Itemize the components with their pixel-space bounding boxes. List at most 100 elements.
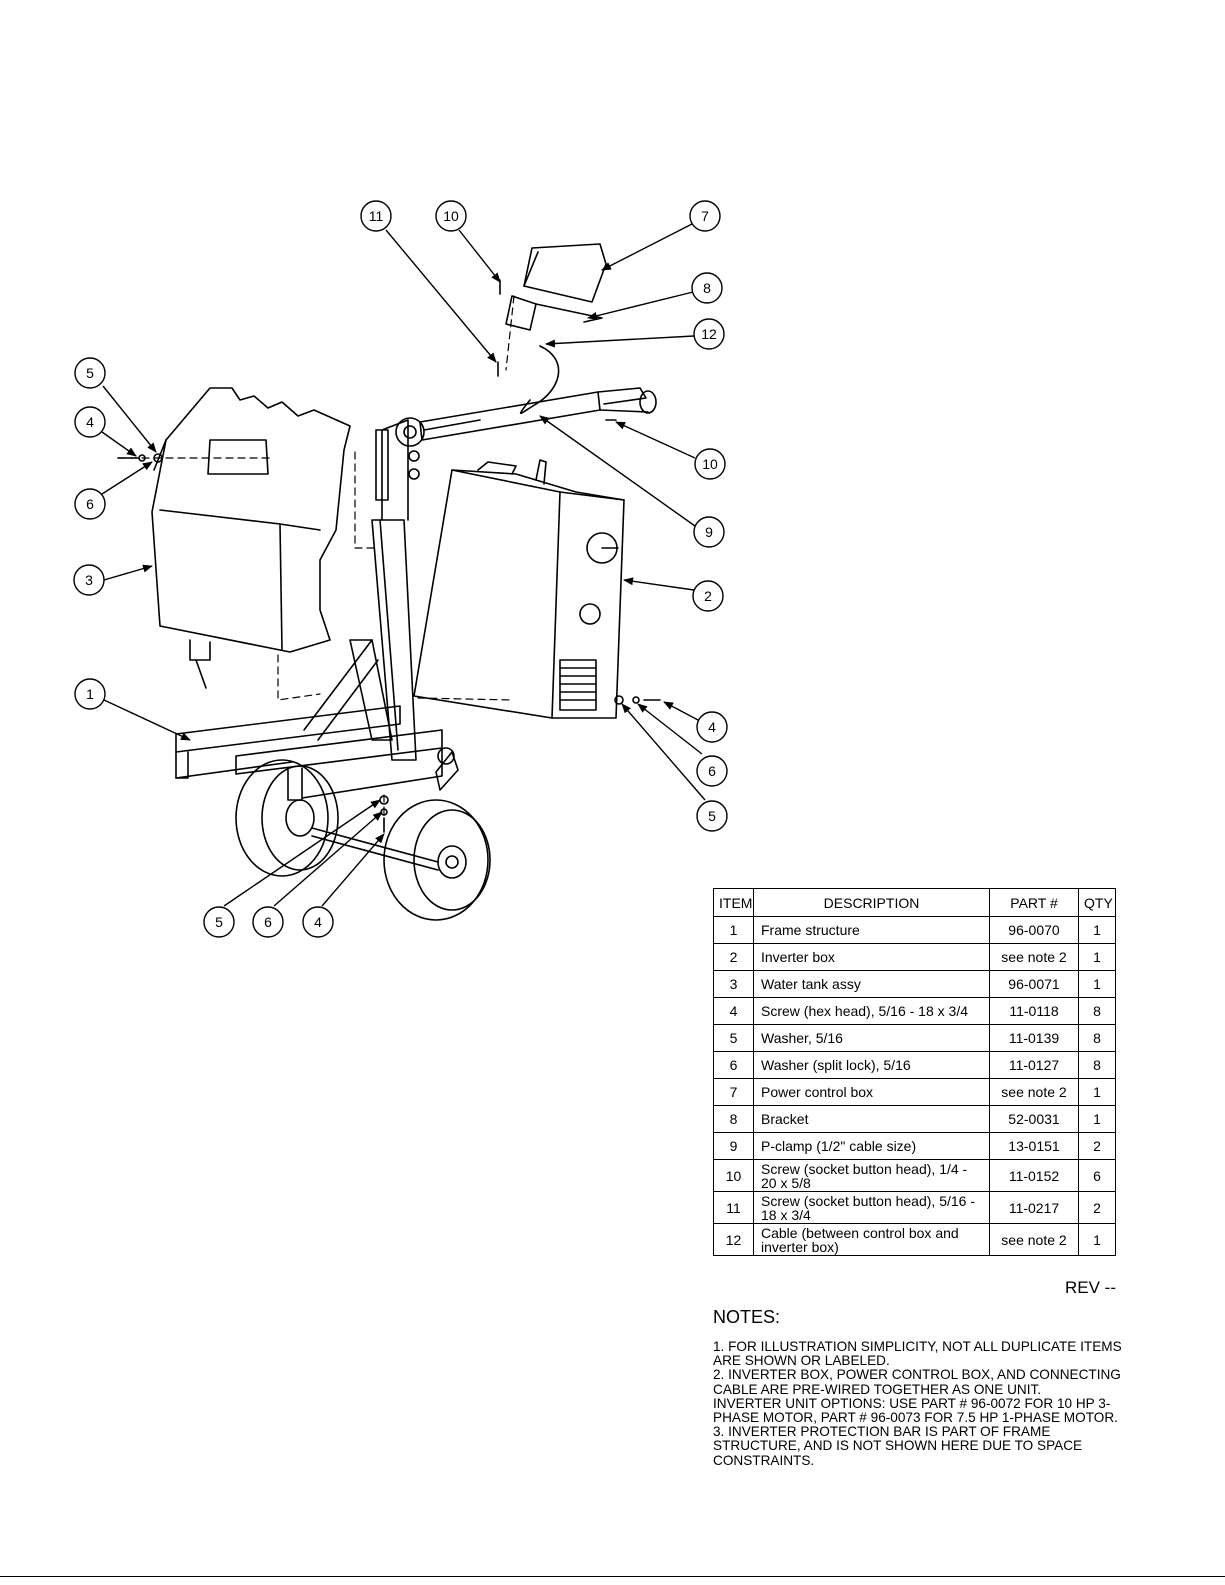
balloon-10-right: 10 bbox=[694, 448, 726, 480]
bom-description: Screw (hex head), 5/16 - 18 x 3/4 bbox=[753, 997, 990, 1025]
bom-description: Cable (between control box and inverter … bbox=[753, 1223, 990, 1256]
balloon-6-bottom: 6 bbox=[252, 906, 284, 938]
bom-part: 96-0071 bbox=[989, 970, 1079, 998]
bom-qty: 1 bbox=[1078, 1223, 1116, 1256]
bom-qty: 8 bbox=[1078, 997, 1116, 1025]
bom-header-item: ITEM bbox=[713, 888, 754, 917]
svg-text:5: 5 bbox=[708, 808, 716, 824]
svg-text:7: 7 bbox=[701, 208, 709, 224]
bom-qty: 1 bbox=[1078, 916, 1116, 944]
bom-item: 12 bbox=[713, 1223, 754, 1256]
svg-text:6: 6 bbox=[264, 914, 272, 930]
bom-qty: 1 bbox=[1078, 943, 1116, 971]
balloon-4-right: 4 bbox=[696, 711, 728, 743]
bom-description: Water tank assy bbox=[753, 970, 990, 998]
balloon-5-bottom: 5 bbox=[203, 906, 235, 938]
bom-part: 11-0152 bbox=[989, 1159, 1079, 1192]
balloon-10-top: 10 bbox=[435, 200, 467, 232]
balloon-8: 8 bbox=[691, 272, 723, 304]
right-wheel bbox=[383, 799, 491, 921]
bom-qty: 2 bbox=[1078, 1132, 1116, 1160]
svg-text:3: 3 bbox=[85, 572, 93, 588]
svg-text:6: 6 bbox=[86, 496, 94, 512]
bom-description: Screw (socket button head), 5/16 - 18 x … bbox=[753, 1191, 990, 1224]
table-row: 4 Screw (hex head), 5/16 - 18 x 3/4 11-0… bbox=[713, 997, 1116, 1025]
bom-description: Bracket bbox=[753, 1105, 990, 1133]
bom-part: 11-0217 bbox=[989, 1191, 1079, 1224]
table-row: 5 Washer, 5/16 11-0139 8 bbox=[713, 1024, 1116, 1052]
callout-balloons: 5 4 6 3 1 11 10 7 8 12 10 9 2 4 6 5 5 6 … bbox=[73, 200, 728, 938]
bom-part: 11-0139 bbox=[989, 1024, 1079, 1052]
bill-of-materials-table: ITEM DESCRIPTION PART # QTY 1 Frame stru… bbox=[713, 888, 1116, 1256]
bom-part: 11-0118 bbox=[989, 997, 1079, 1025]
leader-lines bbox=[101, 223, 706, 907]
cable bbox=[519, 345, 560, 415]
inverter-box bbox=[413, 459, 625, 719]
bom-header-qty: QTY bbox=[1078, 888, 1116, 917]
svg-text:1: 1 bbox=[86, 686, 94, 702]
bom-description: Frame structure bbox=[753, 916, 990, 944]
bom-item: 3 bbox=[713, 970, 754, 998]
svg-text:4: 4 bbox=[708, 719, 716, 735]
bom-item: 10 bbox=[713, 1159, 754, 1192]
table-row: 3 Water tank assy 96-0071 1 bbox=[713, 970, 1116, 998]
table-row: 8 Bracket 52-0031 1 bbox=[713, 1105, 1116, 1133]
left-wheel bbox=[235, 759, 339, 877]
bom-description: Screw (socket button head), 1/4 - 20 x 5… bbox=[753, 1159, 990, 1192]
svg-text:12: 12 bbox=[701, 326, 717, 342]
bom-qty: 6 bbox=[1078, 1159, 1116, 1192]
bom-qty: 8 bbox=[1078, 1024, 1116, 1052]
balloon-2: 2 bbox=[692, 580, 724, 612]
bom-part: 96-0070 bbox=[989, 916, 1079, 944]
revision-label: REV -- bbox=[1065, 1278, 1116, 1297]
balloon-4-bottom: 4 bbox=[302, 906, 334, 938]
bom-qty: 2 bbox=[1078, 1191, 1116, 1224]
note-item: 2. INVERTER BOX, POWER CONTROL BOX, AND … bbox=[713, 1367, 1121, 1397]
bom-description: Power control box bbox=[753, 1078, 990, 1106]
water-tank bbox=[151, 387, 351, 689]
page-bottom-rule bbox=[0, 1576, 1225, 1577]
balloon-3: 3 bbox=[73, 564, 105, 596]
svg-text:4: 4 bbox=[314, 914, 322, 930]
bom-part: 13-0151 bbox=[989, 1132, 1079, 1160]
svg-text:10: 10 bbox=[443, 208, 459, 224]
table-row: 6 Washer (split lock), 5/16 11-0127 8 bbox=[713, 1051, 1116, 1079]
bracket bbox=[505, 295, 603, 331]
bom-header-part: PART # bbox=[989, 888, 1079, 917]
bom-item: 4 bbox=[713, 997, 754, 1025]
bom-description: Washer, 5/16 bbox=[753, 1024, 990, 1052]
notes-heading: NOTES: bbox=[713, 1307, 781, 1327]
table-row: 9 P-clamp (1/2" cable size) 13-0151 2 bbox=[713, 1132, 1116, 1160]
balloon-1: 1 bbox=[74, 678, 106, 710]
table-row: 7 Power control box see note 2 1 bbox=[713, 1078, 1116, 1106]
svg-text:5: 5 bbox=[215, 914, 223, 930]
note-item: 3. INVERTER PROTECTION BAR IS PART OF FR… bbox=[713, 1424, 1083, 1468]
balloon-4: 4 bbox=[74, 406, 106, 438]
balloon-6-right: 6 bbox=[696, 755, 728, 787]
svg-text:10: 10 bbox=[702, 456, 718, 472]
bom-qty: 1 bbox=[1078, 1078, 1116, 1106]
table-row: 10 Screw (socket button head), 1/4 - 20 … bbox=[713, 1159, 1116, 1192]
svg-text:8: 8 bbox=[703, 280, 711, 296]
bom-header-row: ITEM DESCRIPTION PART # QTY bbox=[713, 888, 1116, 917]
bom-qty: 1 bbox=[1078, 1105, 1116, 1133]
notes-list: 1. FOR ILLUSTRATION SIMPLICITY, NOT ALL … bbox=[713, 1339, 1133, 1468]
bom-description: P-clamp (1/2" cable size) bbox=[753, 1132, 990, 1160]
table-row: 2 Inverter box see note 2 1 bbox=[713, 943, 1116, 971]
assembly-hidden-lines bbox=[117, 295, 515, 831]
balloon-6: 6 bbox=[74, 488, 106, 520]
svg-text:6: 6 bbox=[708, 763, 716, 779]
bom-qty: 1 bbox=[1078, 970, 1116, 998]
balloon-9: 9 bbox=[693, 516, 725, 548]
balloon-5: 5 bbox=[74, 357, 106, 389]
bom-item: 6 bbox=[713, 1051, 754, 1079]
bom-item: 11 bbox=[713, 1191, 754, 1224]
note-item: INVERTER UNIT OPTIONS: USE PART # 96-007… bbox=[713, 1395, 1118, 1426]
balloon-5-right: 5 bbox=[696, 800, 728, 832]
note-item: 1. FOR ILLUSTRATION SIMPLICITY, NOT ALL … bbox=[713, 1339, 1122, 1369]
bom-description: Washer (split lock), 5/16 bbox=[753, 1051, 990, 1079]
bom-part: 52-0031 bbox=[989, 1105, 1079, 1133]
bom-part: see note 2 bbox=[989, 1078, 1079, 1106]
power-control-box bbox=[523, 243, 607, 303]
svg-text:4: 4 bbox=[86, 414, 94, 430]
